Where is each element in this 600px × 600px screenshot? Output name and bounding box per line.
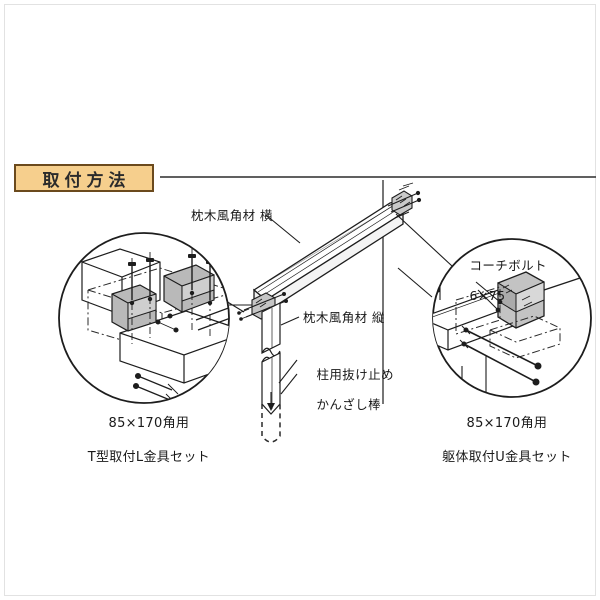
- left-detail-bottom-bolts: [132, 372, 179, 403]
- section-title-badge: 取付方法: [14, 164, 154, 192]
- caption-left-line1: 85×170角用: [108, 416, 190, 431]
- label-horizontal-beam: 枕木風角材 横: [191, 208, 273, 223]
- beam-wall-joint: [387, 182, 422, 219]
- right-detail-u-bracket: [497, 271, 545, 329]
- label-kanzashi-rod-line1: 柱用抜け止め: [316, 367, 394, 382]
- label-kanzashi-rod: 柱用抜け止め かんざし棒: [299, 352, 394, 427]
- left-detail-inner-fasteners: [155, 313, 179, 333]
- detail-circle-right: [432, 238, 592, 398]
- caption-right-line2: 躯体取付U金具セット: [442, 450, 572, 465]
- right-detail-bolt-leaders: [475, 281, 503, 313]
- caption-right-line1: 85×170角用: [466, 416, 548, 431]
- label-coach-bolt-line1: コーチボルト: [469, 258, 547, 273]
- main-assembly: [237, 182, 422, 443]
- caption-left-detail: 85×170角用 T型取付L金具セット: [50, 398, 230, 483]
- label-vertical-post: 枕木風角材 縦: [303, 310, 385, 325]
- left-detail-l-bracket-b: [163, 264, 215, 313]
- label-coach-bolt: コーチボルト 6×75: [452, 243, 547, 318]
- vertical-post: [261, 302, 281, 443]
- caption-left-line2: T型取付L金具セット: [87, 450, 210, 465]
- left-detail-vertical-bolts: [128, 248, 214, 344]
- label-kanzashi-rod-line2: かんざし棒: [316, 397, 382, 412]
- horizontal-beam: [252, 199, 404, 314]
- label-coach-bolt-line2: 6×75: [469, 288, 506, 303]
- detail-circle-left: [58, 232, 230, 404]
- right-detail-mount-outline: [455, 286, 561, 359]
- caption-right-detail: 85×170角用 躯体取付U金具セット: [402, 398, 594, 483]
- beam-post-joint: [237, 292, 288, 321]
- right-detail-coach-bolts: [459, 325, 542, 386]
